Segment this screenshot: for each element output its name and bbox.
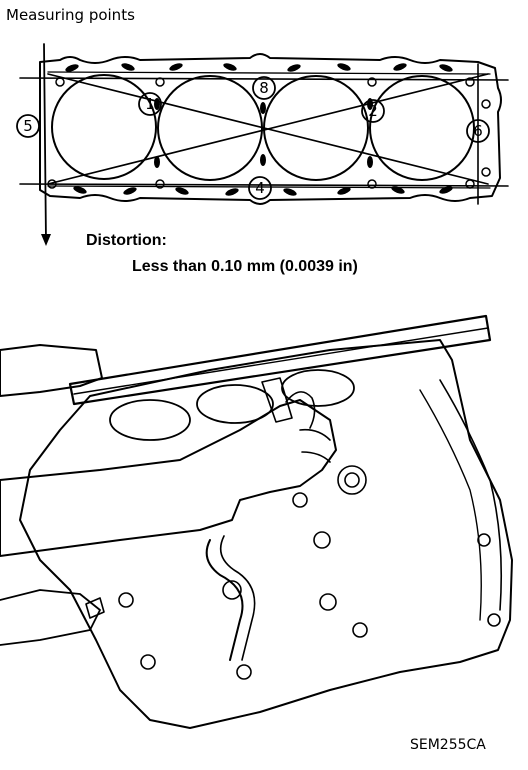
block-side-edge [439,379,503,611]
feeler-gauge [261,377,293,423]
gasket-inner-bottom [47,185,491,189]
block-bosses [118,465,501,680]
point-label-5: 5 [23,117,33,135]
point-label-1: 1 [145,95,155,113]
block-bore-2 [196,384,274,424]
block-bore-1 [109,399,191,441]
measure-line-diagonal-b [47,73,489,185]
page-title: Measuring points [6,6,135,24]
point-label-2: 2 [368,102,378,120]
hand-fingers [285,391,331,463]
cylinder-bore-1 [51,74,157,180]
block-side-edge-inner [419,389,482,621]
deck-measuring-diagram: 1 2 4 5 6 8 [16,43,509,246]
left-arm-outline [0,344,103,397]
distortion-label: Distortion: [86,232,167,249]
block-bore-3 [281,369,355,407]
engine-block-outline [19,339,513,729]
point-label-8: 8 [259,79,269,97]
point-marker-2: 2 [361,99,385,123]
distortion-value: Less than 0.10 mm (0.0039 in) [132,258,358,275]
lower-hand-outline [0,589,101,646]
point-marker-4: 4 [248,176,272,200]
point-marker-5: 5 [16,114,40,138]
block-stud [85,597,105,619]
block-pipe [205,539,244,661]
point-marker-8: 8 [252,76,276,100]
cylinder-bore-4 [369,75,475,181]
point-marker-6: 6 [466,119,490,143]
point-label-4: 4 [255,179,265,197]
figure-id: SEM255CA [410,737,486,753]
straightedge-edge [73,327,489,395]
point-marker-1: 1 [138,92,162,116]
straightedge [68,314,492,406]
block-pipe-inner [219,535,256,661]
gasket-holes [65,63,453,196]
measure-line-top [19,77,509,81]
gasket-bolt-holes [47,77,491,189]
arrow-head-icon [41,234,51,246]
gasket-outline [39,53,502,205]
measure-line-vertical-left [43,43,47,243]
right-arm-outline [0,399,337,557]
gasket-inner-top [47,71,491,75]
point-label-6: 6 [473,122,483,140]
measure-line-bottom [19,183,509,187]
